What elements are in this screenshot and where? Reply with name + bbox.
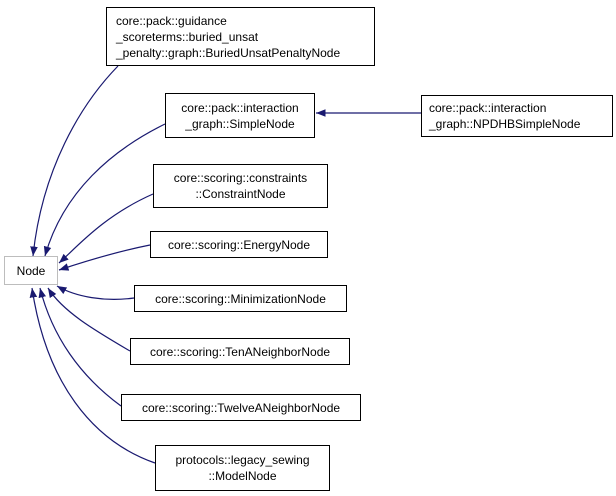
class-box-label-line: protocols::legacy_sewing — [175, 453, 310, 467]
class-box-twelve-a-neighbor-node[interactable]: core::scoring::TwelveANeighborNode — [121, 394, 361, 421]
class-box-constraint-node[interactable]: core::scoring::constraints::ConstraintNo… — [153, 164, 328, 208]
class-box-label-line: core::scoring::TwelveANeighborNode — [141, 400, 341, 415]
class-box-model-node[interactable]: protocols::legacy_sewing::ModelNode — [155, 445, 330, 491]
class-box-node: Node — [4, 256, 58, 285]
class-box-label-line: core::pack::guidance — [116, 13, 227, 28]
inheritance-arrow-energy-node-to-node — [58, 244, 151, 271]
class-box-npdhb-simple-node[interactable]: core::pack::interaction_graph::NPDHBSimp… — [421, 95, 613, 137]
inheritance-arrow-twelve-a-neighbor-node-to-node — [38, 287, 122, 407]
class-box-label-line: _graph::SimpleNode — [185, 116, 295, 131]
class-box-minimization-node[interactable]: core::scoring::MinimizationNode — [134, 285, 347, 312]
class-box-label-line: core::pack::interaction — [181, 100, 299, 115]
class-box-label-line: Node — [16, 263, 46, 278]
class-box-label-line: _scoreterms::buried_unsat — [116, 29, 259, 44]
class-box-buried-unsat-penalty-node[interactable]: core::pack::guidance_scoreterms::buried_… — [106, 7, 375, 66]
class-box-label-line: core::scoring::constraints — [173, 171, 308, 185]
class-box-simple-node[interactable]: core::pack::interaction_graph::SimpleNod… — [165, 93, 315, 138]
class-box-label-line: core::scoring::TenANeighborNode — [149, 344, 331, 359]
class-box-label-line: ::ConstraintNode — [195, 187, 286, 201]
class-box-ten-a-neighbor-node[interactable]: core::scoring::TenANeighborNode — [130, 338, 350, 365]
inheritance-arrow-constraint-node-to-node — [58, 193, 154, 264]
class-box-label-line: core::scoring::EnergyNode — [167, 237, 311, 252]
inheritance-arrow-buried-unsat-penalty-node-to-node — [30, 65, 119, 257]
class-box-label-line: _graph::NPDHBSimpleNode — [429, 117, 581, 131]
class-box-label-line: ::ModelNode — [208, 469, 277, 483]
class-box-label-line: core::pack::interaction — [429, 101, 547, 115]
inheritance-arrow-minimization-node-to-node — [56, 285, 135, 300]
class-box-energy-node[interactable]: core::scoring::EnergyNode — [150, 231, 328, 258]
class-box-label-line: _penalty::graph::BuriedUnsatPenaltyNode — [116, 45, 341, 60]
inheritance-arrow-model-node-to-node — [29, 287, 156, 464]
class-box-label-line: core::scoring::MinimizationNode — [155, 291, 326, 306]
inheritance-arrow-ten-a-neighbor-node-to-node — [47, 287, 131, 352]
inheritance-arrow-simple-node-to-node — [43, 123, 166, 257]
